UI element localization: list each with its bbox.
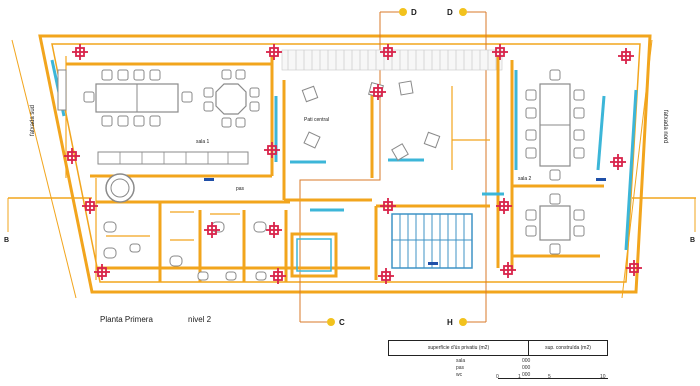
legend-row-value: 000 xyxy=(522,372,531,378)
section-marker-label: D xyxy=(447,8,453,17)
section-marker-side-right: B xyxy=(690,237,695,244)
column xyxy=(266,222,282,238)
section-marker-label: H xyxy=(447,318,453,327)
column xyxy=(82,198,98,214)
floor-title: Planta Primera xyxy=(100,315,153,324)
main-stair-treads xyxy=(392,214,472,268)
column xyxy=(270,268,286,284)
section-marker-label: D xyxy=(411,8,417,17)
section-marker-bottom-right: H xyxy=(447,318,486,327)
column xyxy=(94,264,110,280)
legend-row-value: 000 xyxy=(522,358,531,364)
stair-core-box xyxy=(290,232,338,278)
terrace-hatch-lines xyxy=(287,50,497,70)
facade-diag-right xyxy=(621,39,653,299)
facade-label-left: fatxada sud xyxy=(30,105,36,136)
column xyxy=(626,260,642,276)
section-marker-top-left: D xyxy=(380,8,417,17)
chairs-room-a xyxy=(83,69,193,127)
column xyxy=(618,48,634,64)
legend-row-label: sala xyxy=(456,358,466,364)
scale-tick: 1 xyxy=(518,374,521,380)
section-marker-top-right: D xyxy=(447,8,486,17)
column xyxy=(380,44,396,60)
column xyxy=(380,198,396,214)
round-table xyxy=(105,173,135,203)
floor-level: nivel 2 xyxy=(188,315,212,324)
column xyxy=(500,262,516,278)
column xyxy=(370,84,386,100)
legend-row-value: 000 xyxy=(522,365,531,371)
round-table-inner xyxy=(110,178,130,198)
legend-col2-header: sup. construïda (m2) xyxy=(545,345,591,351)
door-markers xyxy=(204,178,606,265)
octagon-table xyxy=(215,83,247,115)
room-label-sala1: sala 1 xyxy=(196,139,210,145)
section-marker-side-left: B xyxy=(4,237,9,244)
building-outline-inner xyxy=(51,43,641,283)
column xyxy=(72,44,88,60)
column xyxy=(264,142,280,158)
stair-core-box-inner xyxy=(296,238,332,272)
facade-label-right: fatxada nord xyxy=(662,110,668,143)
columns xyxy=(64,44,642,284)
area-legend: superfície d'ús privatiu (m2) sup. const… xyxy=(388,340,608,384)
room-label-lounge: Pati central xyxy=(304,117,329,123)
counter-room-a-dividers xyxy=(119,152,229,164)
lounge-armchairs xyxy=(301,80,441,161)
column xyxy=(378,268,394,284)
scale-tick: 10 xyxy=(600,374,606,380)
bench-left xyxy=(57,69,67,111)
room-label-sala2: sala 2 xyxy=(518,176,532,182)
chairs-room-c xyxy=(525,193,585,255)
chairs-octagon xyxy=(203,69,260,128)
room-label-corridor: pas xyxy=(236,186,245,192)
legend-row-label: pas xyxy=(456,365,465,371)
section-marker-label: C xyxy=(339,318,345,327)
chairs-room-b xyxy=(525,69,585,181)
counter-room-a xyxy=(97,151,249,165)
scale-bar xyxy=(498,378,608,379)
column xyxy=(492,44,508,60)
column xyxy=(610,154,626,170)
facade-diag-left xyxy=(11,39,77,299)
legend-row-label: wc xyxy=(456,372,463,378)
column xyxy=(204,222,220,238)
interior-walls xyxy=(66,56,604,282)
section-marker-bottom-left: C xyxy=(300,318,345,327)
meeting-table-c xyxy=(539,205,571,241)
building-outline xyxy=(38,34,652,294)
scale-tick: 5 xyxy=(548,374,551,380)
legend-col1-header: superfície d'ús privatiu (m2) xyxy=(389,341,529,355)
scale-tick: 0 xyxy=(496,374,499,380)
column xyxy=(496,198,512,214)
column xyxy=(64,148,80,164)
column xyxy=(266,44,282,60)
sanitary-fixtures xyxy=(103,221,267,281)
legend-header-row: superfície d'ús privatiu (m2) sup. const… xyxy=(388,340,608,356)
